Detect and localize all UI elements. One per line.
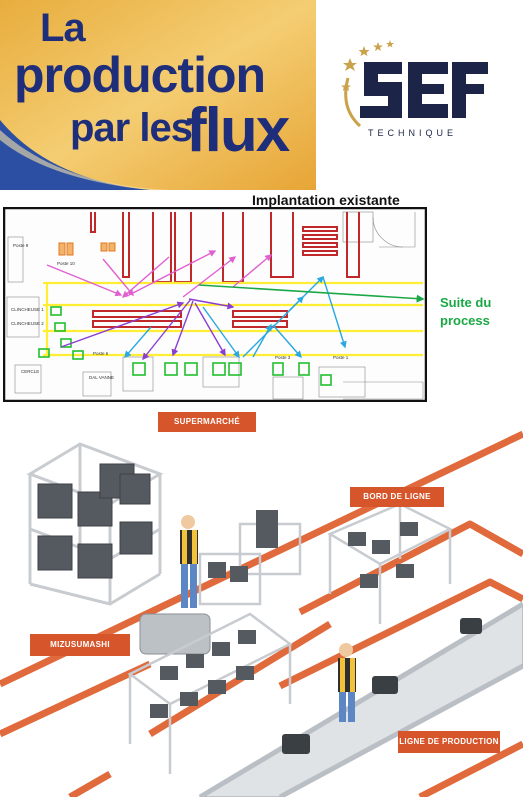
supermarket-rack (26, 442, 164, 606)
svg-text:CLINCHEUSE 2: CLINCHEUSE 2 (11, 321, 44, 326)
flow-blue (124, 276, 347, 359)
banner-line-1: La (40, 6, 86, 50)
operator-worker (338, 643, 356, 722)
plan-small-text: Poste 9 Poste 10 CLINCHEUSE 1 CLINCHEUSE… (11, 243, 349, 380)
floor-plan: Poste 9 Poste 10 CLINCHEUSE 1 CLINCHEUSE… (3, 207, 427, 402)
plan-stations (38, 306, 332, 386)
suite-du-process-label: Suite du process (440, 294, 491, 329)
svg-text:Poste 9: Poste 9 (13, 243, 29, 248)
plan-title: Implantation existante (252, 192, 400, 208)
sef-logo (341, 40, 488, 128)
kanban-carts (127, 612, 293, 774)
suite-line-1: Suite du (440, 295, 492, 310)
banner-line-3b: flux (186, 96, 290, 165)
svg-text:CLINCHEUSE 1: CLINCHEUSE 1 (11, 307, 44, 312)
plan-racks (90, 212, 360, 328)
svg-text:DAL VANNE: DAL VANNE (89, 375, 114, 380)
logo-tagline: TECHNIQUE (368, 128, 458, 138)
title-banner: La production par les flux (0, 0, 316, 190)
plan-walls (6, 211, 424, 400)
label-bord-de-ligne: BORD DE LIGNE (350, 487, 444, 507)
banner-line-2: production (14, 47, 266, 103)
logo-letters (360, 62, 488, 118)
production-conveyor (198, 601, 523, 797)
label-ligne-de-production: LIGNE DE PRODUCTION (398, 731, 500, 753)
plan-orange-stations (58, 242, 116, 256)
svg-text:CERCLE: CERCLE (21, 369, 39, 374)
logistics-illustration (0, 430, 523, 797)
svg-text:Poste 3: Poste 3 (275, 355, 291, 360)
line-side-rack (327, 502, 453, 624)
banner-line-3a: par les (70, 106, 193, 150)
flow-green (198, 284, 425, 303)
flow-pink (46, 250, 273, 298)
svg-text:Poste 6: Poste 6 (93, 351, 109, 356)
flow-purple (60, 298, 235, 361)
label-supermarche: SUPERMARCHÉ (158, 412, 256, 432)
suite-line-2: process (440, 312, 490, 328)
label-mizusumashi: MIZUSUMASHI (30, 634, 130, 656)
svg-text:Poste 10: Poste 10 (57, 261, 75, 266)
banner-background (0, 0, 316, 190)
svg-text:Poste 1: Poste 1 (333, 355, 349, 360)
